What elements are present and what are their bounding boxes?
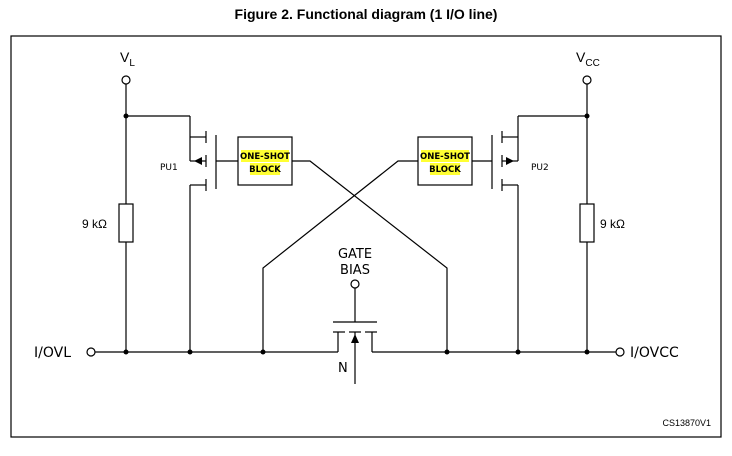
block-left-line2: BLOCK xyxy=(249,165,281,175)
gate-label-line1: GATE xyxy=(338,247,372,262)
figure-title: Figure 2. Functional diagram (1 I/O line… xyxy=(234,6,498,22)
node-bus-pu2 xyxy=(515,349,521,355)
pass-type-label: N xyxy=(338,361,348,376)
node-bus-r1 xyxy=(123,349,129,355)
pu1-label: PU1 xyxy=(160,163,178,173)
block-left-line1: ONE-SHOT xyxy=(240,152,290,162)
resistor-left-value: 9 kΩ xyxy=(82,217,107,231)
resistor-right xyxy=(579,203,595,243)
wire-right-block-trigger xyxy=(262,160,418,352)
node-bus-trigger-left xyxy=(260,349,266,355)
wire-left-block-trigger xyxy=(292,160,448,352)
pu2-arrow xyxy=(506,157,514,165)
vl-terminal xyxy=(121,75,131,85)
pu1-arrow xyxy=(194,157,202,165)
resistor-right-value: 9 kΩ xyxy=(600,217,625,231)
node-bus-pu1 xyxy=(187,349,193,355)
block-left-highlight-2 xyxy=(250,163,280,175)
node-bus-trigger-right xyxy=(444,349,450,355)
gate-bias-terminal xyxy=(350,279,360,289)
pu2-label: PU2 xyxy=(531,163,549,173)
figure-frame xyxy=(10,35,722,438)
vcc-label: VCC xyxy=(576,49,600,69)
port-left-label: I/OVL xyxy=(34,345,71,361)
block-right-line2: BLOCK xyxy=(429,165,461,175)
vl-label: VL xyxy=(120,49,135,69)
figure-code: CS13870V1 xyxy=(662,418,711,428)
gate-label-line2: BIAS xyxy=(340,263,370,278)
vcc-terminal xyxy=(582,75,592,85)
port-right-terminal xyxy=(615,347,625,357)
pass-arrow xyxy=(351,334,359,343)
block-right-line1: ONE-SHOT xyxy=(420,152,470,162)
block-right-highlight-1 xyxy=(421,150,469,162)
block-right-highlight-2 xyxy=(430,163,460,175)
node-bus-r2 xyxy=(584,349,590,355)
port-left-terminal xyxy=(86,347,96,357)
port-right-label: I/OVCC xyxy=(630,345,679,361)
resistor-left xyxy=(118,203,134,243)
block-left-highlight-1 xyxy=(241,150,289,162)
